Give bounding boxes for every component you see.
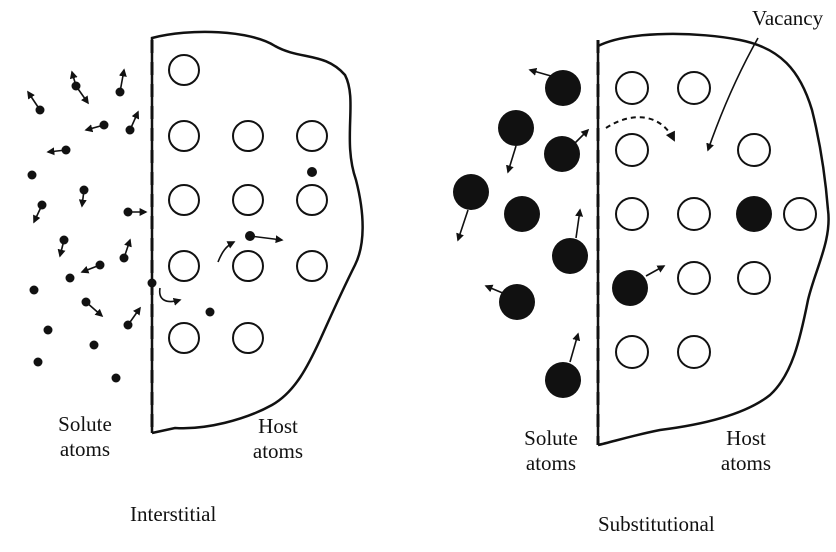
host-atom xyxy=(233,323,263,353)
host-atom xyxy=(616,134,648,166)
host-atom xyxy=(616,336,648,368)
host-atom xyxy=(169,323,199,353)
host-atom xyxy=(738,262,770,294)
vacancy-pointer-arrow xyxy=(708,38,758,150)
host-atom xyxy=(233,121,263,151)
interstitial-jump-arrow xyxy=(218,242,234,262)
host-atom xyxy=(616,72,648,104)
substitutional-panel xyxy=(453,34,829,445)
host-lattice-boundary xyxy=(152,32,363,433)
solute-atoms-label: Solute atoms xyxy=(40,412,130,462)
vacancy-label: Vacancy xyxy=(752,6,823,31)
host-atoms-label: Host atoms xyxy=(228,414,328,464)
interstitial-jump-arrow xyxy=(160,288,180,302)
interstitial-panel xyxy=(28,32,363,433)
host-atoms-label: Host atoms xyxy=(696,426,796,476)
host-atom xyxy=(233,251,263,281)
host-atom xyxy=(169,185,199,215)
solute-atoms-large xyxy=(453,70,772,398)
host-atom xyxy=(738,134,770,166)
substitutional-caption: Substitutional xyxy=(598,512,715,537)
host-atom xyxy=(616,198,648,230)
host-atom xyxy=(169,121,199,151)
host-atom xyxy=(233,185,263,215)
host-atom xyxy=(169,251,199,281)
host-atom xyxy=(678,336,710,368)
host-atom xyxy=(297,121,327,151)
interstitial-caption: Interstitial xyxy=(130,502,216,527)
solute-motion-arrows xyxy=(458,70,664,362)
host-atom xyxy=(784,198,816,230)
host-atom xyxy=(678,72,710,104)
host-atom-grid xyxy=(616,72,816,368)
host-atom-grid xyxy=(169,55,327,353)
host-atom xyxy=(678,198,710,230)
host-atom xyxy=(678,262,710,294)
host-lattice-boundary xyxy=(598,34,829,445)
solute-motion-arrows xyxy=(28,70,282,325)
host-atom xyxy=(169,55,199,85)
host-atom xyxy=(297,251,327,281)
solute-atoms-label: Solute atoms xyxy=(506,426,596,476)
host-atom xyxy=(297,185,327,215)
